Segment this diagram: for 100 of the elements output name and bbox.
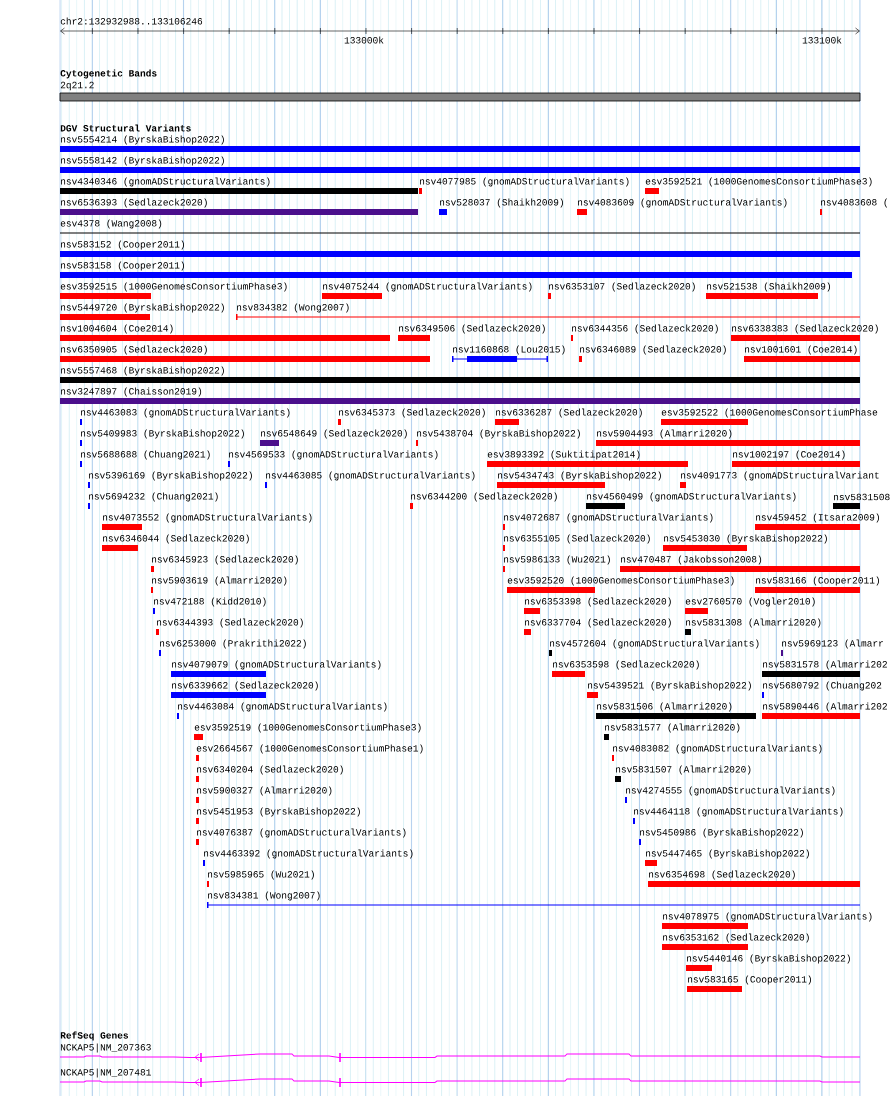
variant-label: nsv6353398 (Sedlazeck2020): [525, 597, 671, 607]
variant-label: nsv5396169 (ByrskaBishop2022): [89, 471, 252, 481]
variant-label: nsv5831507 (Almarri2020): [616, 765, 751, 775]
variant-label: nsv6344356 (Sedlazeck2020): [572, 324, 718, 334]
variant-label: esv3592515 (1000GenomesConsortiumPhase3): [60, 282, 287, 292]
variant-label: nsv5890446 (Almarri202: [763, 702, 887, 712]
variant-label: nsv6346089 (Sedlazeck2020): [580, 345, 726, 355]
variant-label: nsv4463084 (gnomADStructuralVariants): [178, 702, 387, 712]
variant-label: nsv6355105 (Sedlazeck2020): [504, 534, 650, 544]
variant-label: nsv5409983 (ByrskaBishop2022): [81, 429, 244, 439]
variant-label: nsv5904493 (Almarri2020): [597, 429, 732, 439]
variant-label: nsv5986133 (Wu2021): [504, 555, 610, 565]
variant-label: nsv5831577 (Almarri2020): [605, 723, 740, 733]
variant-label: nsv6353598 (Sedlazeck2020): [553, 660, 699, 670]
variant-label: nsv5831308 (Almarri2020): [686, 618, 821, 628]
variant-label: nsv6338383 (Sedlazeck2020): [732, 324, 878, 334]
variant-label: esv3592521 (1000GenomesConsortiumPhase3): [645, 177, 872, 187]
variant-label: nsv5831506 (Almarri2020): [597, 702, 732, 712]
variant-label: nsv6345373 (Sedlazeck2020): [339, 408, 485, 418]
variant-label: nsv6344393 (Sedlazeck2020): [157, 618, 303, 628]
position-label: chr2:132932988..133106246: [60, 17, 203, 25]
variant-label: nsv4274555 (gnomADStructuralVariants): [626, 786, 835, 796]
variant-label: nsv5557468 (ByrskaBishop2022): [61, 366, 224, 376]
variant-label: nsv6353107 (Sedlazeck2020): [549, 282, 695, 292]
variant-label: nsv4083609 (gnomADStructuralVariants): [578, 198, 787, 208]
variant-label: esv3592519 (1000GenomesConsortiumPhase3): [194, 723, 421, 733]
variant-label: nsv4572604 (gnomADStructuralVariants): [550, 639, 759, 649]
variant-label: nsv4463392 (gnomADStructuralVariants): [204, 849, 413, 859]
variant-label: nsv4464118 (gnomADStructuralVariants): [634, 807, 843, 817]
variant-label: nsv4463083 (gnomADStructuralVariants): [81, 408, 290, 418]
variant-label: nsv4078975 (gnomADStructuralVariants): [663, 912, 872, 922]
variant-label: nsv6354698 (Sedlazeck2020): [649, 870, 795, 880]
variant-label: nsv5969123 (Almarr: [782, 639, 883, 649]
variant-label: nsv6339662 (Sedlazeck2020): [172, 681, 318, 691]
variant-label: esv2664567 (1000GenomesConsortiumPhase1): [196, 744, 423, 754]
variant-label: nsv5903619 (Almarri2020): [152, 576, 287, 586]
band-label: 2q21.2: [60, 81, 94, 91]
variant-label: nsv6336287 (Sedlazeck2020): [496, 408, 642, 418]
variant-label: nsv5831578 (Almarri202: [763, 660, 887, 670]
variant-label: nsv4569533 (gnomADStructuralVariants): [229, 450, 438, 460]
variant-label: nsv5449720 (ByrskaBishop2022): [61, 303, 224, 313]
gene-label: NCKAP5|NM_207481: [60, 1068, 151, 1078]
variant-label: nsv4560499 (gnomADStructuralVariants): [587, 492, 796, 502]
variant-label: esv3893392 (Suktitipat2014): [487, 450, 640, 460]
variant-label: nsv5453030 (ByrskaBishop2022): [664, 534, 827, 544]
variant-label: nsv6340204 (Sedlazeck2020): [197, 765, 343, 775]
variant-label: nsv6536393 (Sedlazeck2020): [61, 198, 207, 208]
scale-label: 133000k: [344, 36, 384, 44]
variant-label: nsv583165 (Cooper2011): [688, 975, 811, 985]
variant-label: nsv5694232 (Chuang2021): [89, 492, 218, 502]
variant-label: nsv4083082 (gnomADStructuralVariants): [613, 744, 822, 754]
variant-label: nsv521538 (Shaikh2009): [707, 282, 830, 292]
variant-label: nsv528037 (Shaikh2009): [440, 198, 563, 208]
variant-label: nsv1001601 (Coe2014): [745, 345, 857, 355]
variant-label: nsv4073552 (gnomADStructuralVariants): [103, 513, 312, 523]
variant-label: nsv6353162 (Sedlazeck2020): [663, 933, 809, 943]
variant-label: nsv4079079 (gnomADStructuralVariants): [172, 660, 381, 670]
variant-label: nsv6344200 (Sedlazeck2020): [411, 492, 557, 502]
track-title: RefSeq Genes: [60, 1031, 129, 1041]
variant-label: nsv4083608 (: [821, 198, 888, 208]
variant-label: nsv459452 (Itsara2009): [756, 513, 879, 523]
variant-label: nsv1004604 (Coe2014): [61, 324, 173, 334]
variant-label: nsv5688688 (Chuang2021): [81, 450, 210, 460]
variant-label: nsv4075244 (gnomADStructuralVariants): [323, 282, 532, 292]
variant-label: nsv6345923 (Sedlazeck2020): [152, 555, 298, 565]
variant-label: nsv470487 (Jakobsson2008): [621, 555, 762, 565]
variant-label: nsv6346044 (Sedlazeck2020): [103, 534, 249, 544]
variant-label: nsv4076387 (gnomADStructuralVariants): [197, 828, 406, 838]
variant-label: nsv834381 (Wong2007): [208, 891, 320, 901]
variant-label: nsv583158 (Cooper2011): [61, 261, 184, 271]
variant-label: nsv834382 (Wong2007): [237, 303, 349, 313]
variant-label: nsv6548649 (Sedlazeck2020): [261, 429, 407, 439]
variant-label: nsv4463085 (gnomADStructuralVariants): [266, 471, 475, 481]
variant-label: nsv583166 (Cooper2011): [756, 576, 879, 586]
variant-label: nsv5900327 (Almarri2020): [197, 786, 332, 796]
variant-label: nsv5451953 (ByrskaBishop2022): [197, 807, 360, 817]
variant-label: nsv4091773 (gnomADStructuralVariant: [681, 471, 879, 481]
variant-label: nsv5440146 (ByrskaBishop2022): [687, 954, 850, 964]
variant-label: nsv6349506 (Sedlazeck2020): [399, 324, 545, 334]
variant-label: nsv4340346 (gnomADStructuralVariants): [61, 177, 270, 187]
variant-label: nsv5434743 (ByrskaBishop2022): [498, 471, 661, 481]
variant-label: nsv5450986 (ByrskaBishop2022): [640, 828, 803, 838]
variant-label: nsv5439521 (ByrskaBishop2022): [588, 681, 751, 691]
variant-label: nsv4077985 (gnomADStructuralVariants): [420, 177, 629, 187]
scale-label: 133100k: [802, 36, 842, 44]
variant-label: nsv1002197 (Coe2014): [733, 450, 845, 460]
variant-label: nsv583152 (Cooper2011): [61, 240, 184, 250]
track-title: DGV Structural Variants: [60, 124, 191, 132]
variant-label: nsv3247897 (Chaisson2019): [61, 387, 202, 397]
track-title: Cytogenetic Bands: [60, 69, 157, 79]
variant-label: esv3592522 (1000GenomesConsortiumPhase: [661, 408, 878, 418]
variant-label: nsv6350905 (Sedlazeck2020): [61, 345, 207, 355]
gene-label: NCKAP5|NM_207363: [60, 1043, 151, 1053]
variant-label: nsv5831508: [834, 493, 890, 501]
variant-label: nsv1160868 (Lou2015): [453, 345, 565, 355]
variant-label: nsv5447465 (ByrskaBishop2022): [646, 849, 809, 859]
variant-label: nsv6253000 (Prakrithi2022): [160, 639, 306, 649]
variant-label: nsv5438704 (ByrskaBishop2022): [417, 429, 580, 439]
variant-label: nsv6337704 (Sedlazeck2020): [525, 618, 671, 628]
variant-label: esv2760570 (Vogler2010): [685, 597, 815, 607]
